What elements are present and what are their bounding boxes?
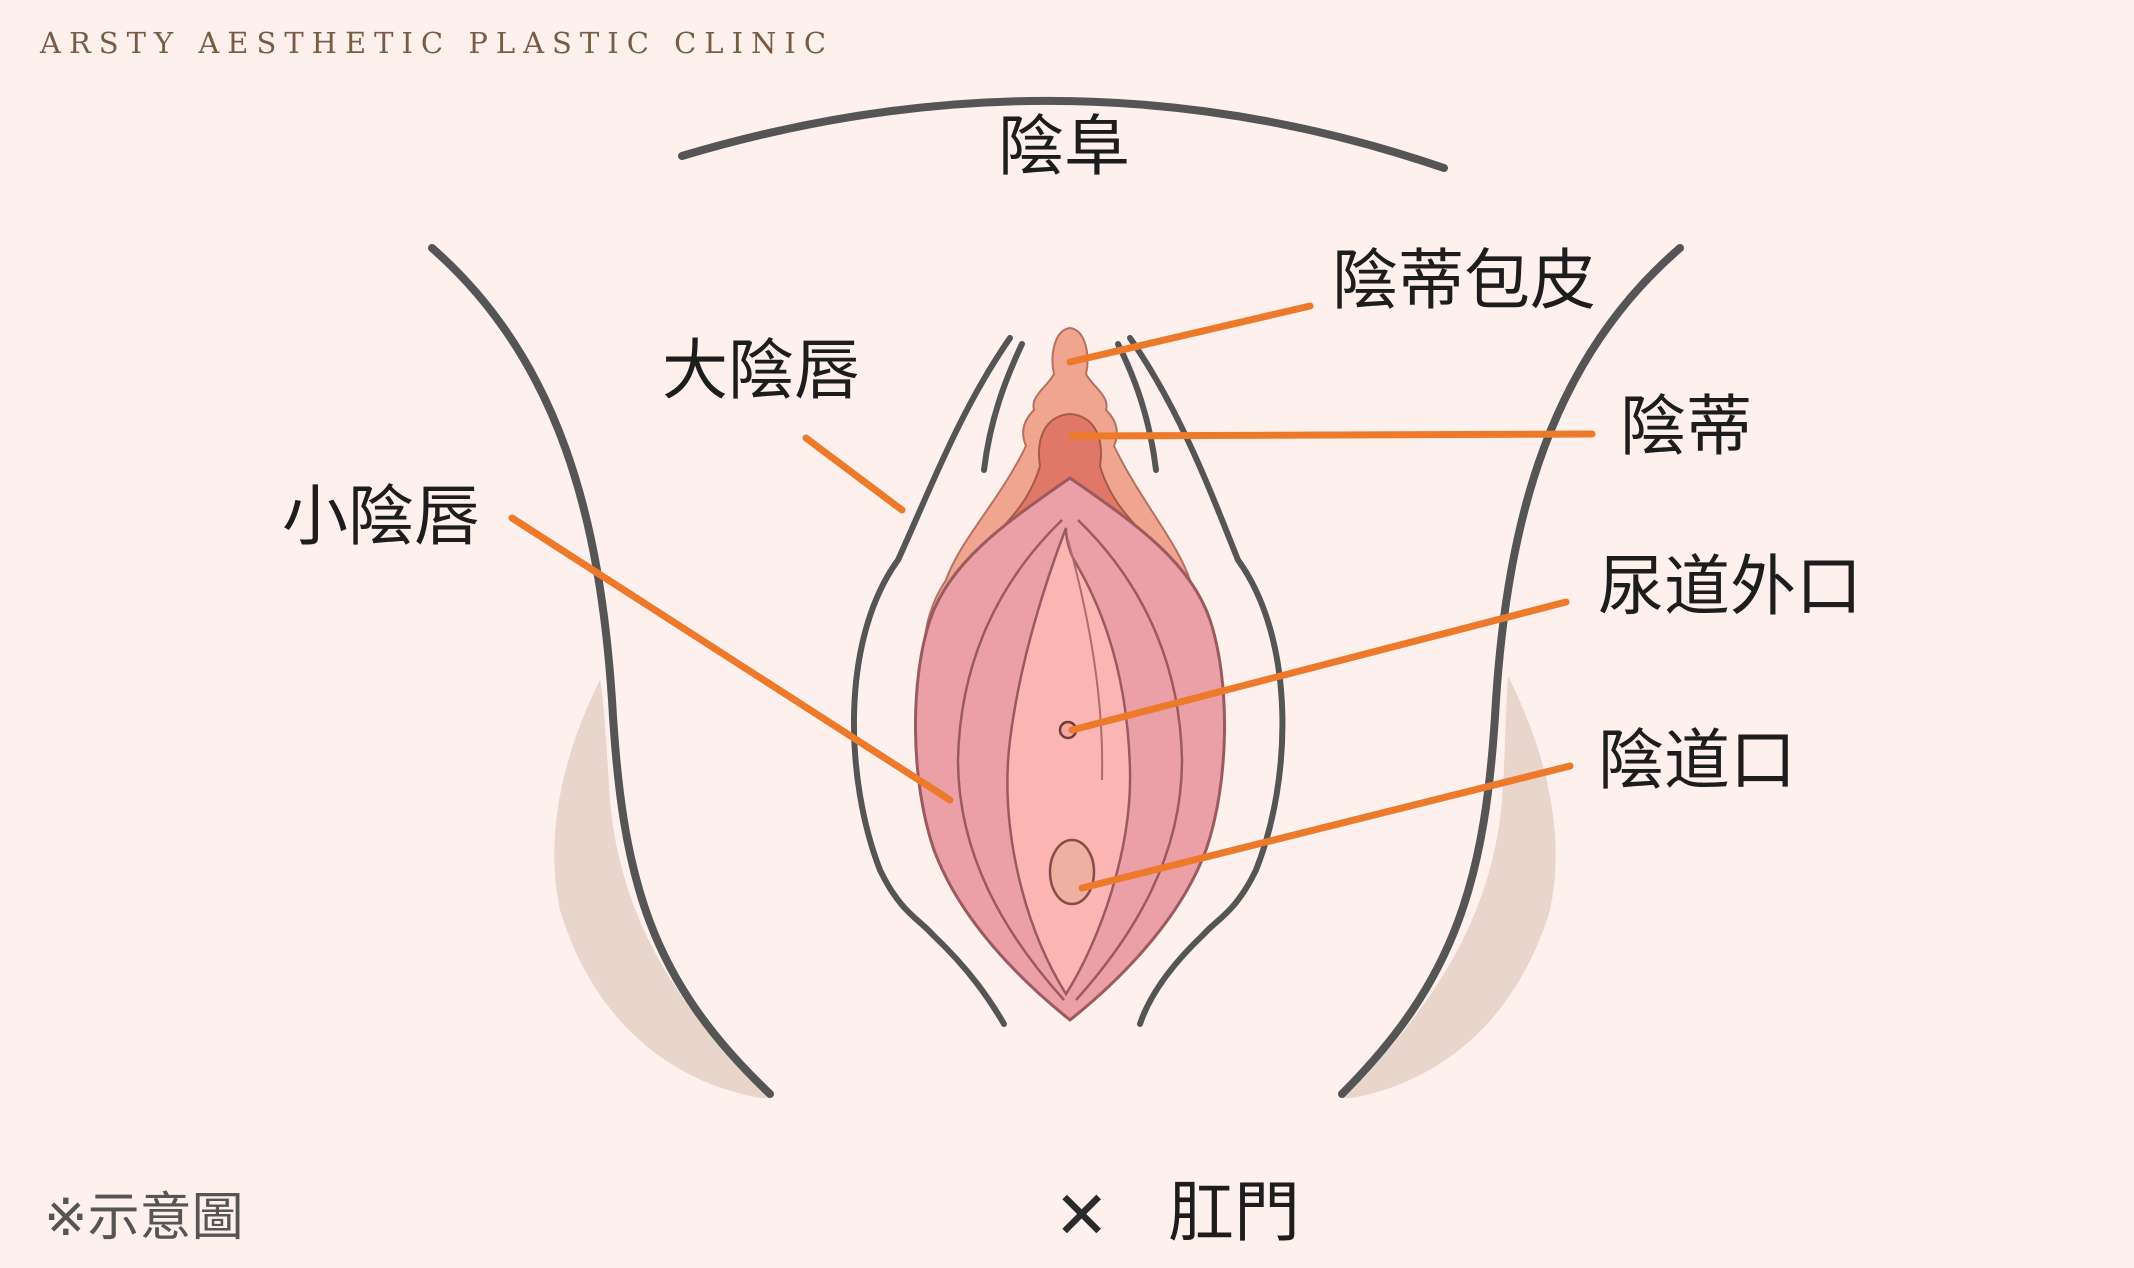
clinic-brand: ARSTY AESTHETIC PLASTIC CLINIC	[40, 26, 835, 60]
label-clitoral-hood: 陰蒂包皮	[1332, 242, 1596, 319]
leader-clitoral-hood	[1066, 302, 1314, 366]
label-anus: 肛門	[1168, 1174, 1300, 1251]
label-labia-minora: 小陰唇	[282, 478, 480, 555]
labia-majora-right-inner-line	[1115, 341, 1159, 473]
leader-urethral-opening	[1068, 598, 1570, 734]
labia-majora-left-inner-line	[981, 341, 1025, 473]
leader-clitoris	[1068, 430, 1596, 440]
labia-minora-right-fold	[1075, 519, 1184, 1001]
right-thigh-shadow	[1344, 676, 1556, 1098]
label-labia-majora: 大陰唇	[662, 332, 860, 409]
labia-minora-left-fold	[956, 519, 1065, 1001]
left-thigh-line	[428, 244, 774, 1098]
labia-majora-left-line	[850, 335, 1013, 1027]
vaginal-opening-shape	[1048, 838, 1096, 906]
label-clitoris: 陰蒂	[1620, 388, 1752, 465]
leader-labia-minora	[508, 514, 954, 804]
mons-arc	[678, 96, 1448, 172]
leader-labia-majora	[802, 434, 906, 514]
illustration-note: ※示意圖	[44, 1188, 244, 1248]
right-thigh-line	[1338, 244, 1684, 1098]
label-vaginal-opening: 陰道口	[1598, 722, 1796, 799]
vestibule-shape	[1006, 527, 1132, 997]
labia-majora-right-line	[1127, 335, 1286, 1027]
anus-marker-icon: ✕	[1054, 1177, 1110, 1254]
vestibule-inner-fold	[1067, 539, 1104, 781]
label-mons: 陰阜	[998, 108, 1130, 185]
label-urethral-opening: 尿道外口	[1598, 548, 1862, 625]
leader-vaginal-opening	[1078, 762, 1574, 892]
left-thigh-shadow	[554, 680, 768, 1098]
